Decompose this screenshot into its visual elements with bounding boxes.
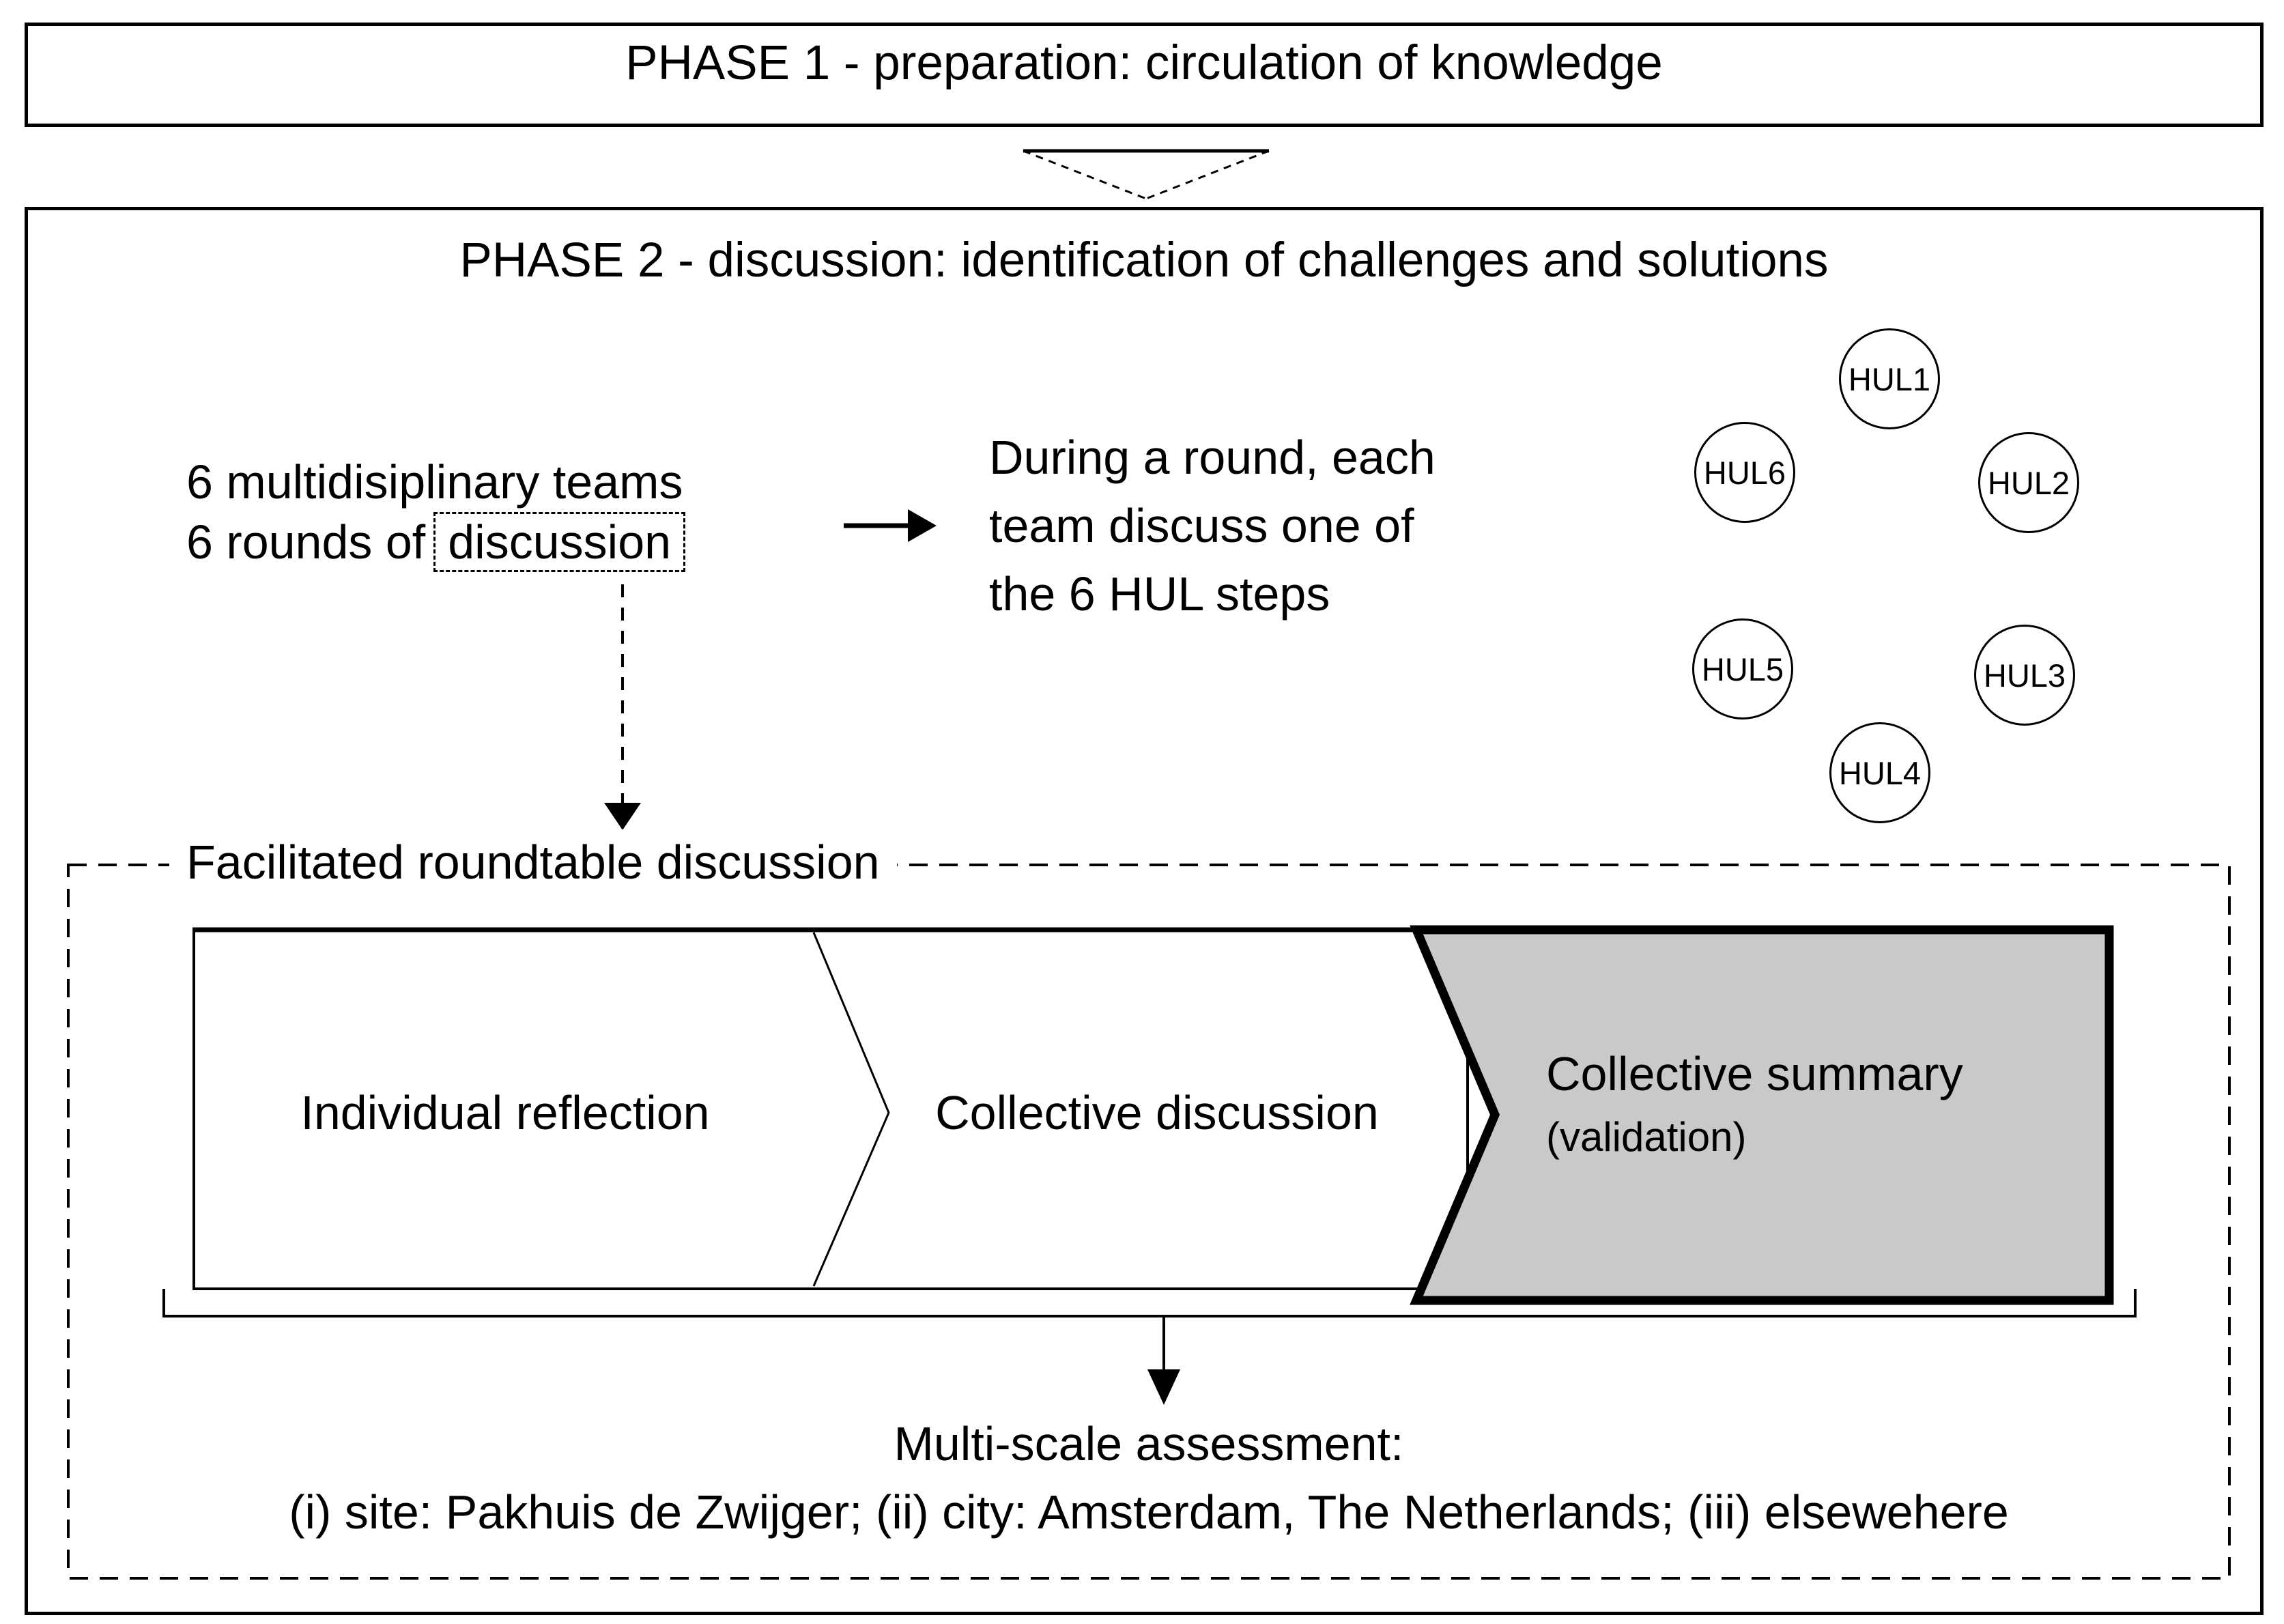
hul5-circle: HUL5 — [1692, 618, 1793, 720]
dashed-down-arrow-icon — [604, 584, 641, 830]
hul3-circle: HUL3 — [1974, 625, 2075, 726]
assessment-bracket — [162, 1289, 2137, 1317]
hul1-circle: HUL1 — [1839, 328, 1940, 429]
round-note-block: During a round, each team discuss one of… — [989, 423, 1436, 628]
facilitated-roundtable-label: Facilitated roundtable discussion — [169, 829, 897, 895]
phase1-box — [25, 23, 2264, 127]
collective-summary-shape — [1410, 925, 2114, 1305]
hul6-circle: HUL6 — [1694, 422, 1795, 523]
assessment-block: Multi-scale assessment: (i) site: Pakhui… — [68, 1410, 2229, 1546]
phase2-title: PHASE 2 - discussion: identification of … — [459, 233, 1829, 287]
step-divider-chevron — [812, 932, 890, 1287]
right-arrow-icon — [844, 509, 937, 542]
step-collective-discussion-label: Collective discussion — [935, 1086, 1379, 1139]
phase2-box — [25, 207, 2264, 1615]
phase-connector-triangle-icon — [1023, 149, 1270, 200]
roundtable-dashed-container — [67, 864, 2231, 1580]
round-note-line2: team discuss one of — [989, 499, 1414, 552]
assessment-title: Multi-scale assessment: — [894, 1417, 1404, 1470]
step-individual-reflection-label: Individual reflection — [300, 1086, 710, 1139]
phase1-title: PHASE 1 - preparation: circulation of kn… — [625, 36, 1663, 90]
step-collective-summary-block: Collective summary (validation) — [1546, 1040, 1963, 1167]
hul2-circle: HUL2 — [1978, 432, 2079, 533]
teams-line2-prefix: 6 rounds of — [186, 515, 426, 569]
round-note-line3: the 6 HUL steps — [989, 567, 1330, 621]
hul4-circle: HUL4 — [1829, 722, 1930, 823]
process-bar — [192, 928, 1469, 1290]
step-collective-summary-label: Collective summary — [1546, 1047, 1963, 1100]
step-validation-label: (validation) — [1546, 1114, 1747, 1160]
teams-line1: 6 multidisiplinary teams — [186, 455, 683, 509]
assessment-detail: (i) site: Pakhuis de Zwijger; (ii) city:… — [289, 1485, 2009, 1539]
down-arrow-icon — [1147, 1316, 1180, 1405]
discussion-dashed-box: discussion — [433, 512, 686, 572]
round-note-line1: During a round, each — [989, 431, 1436, 484]
